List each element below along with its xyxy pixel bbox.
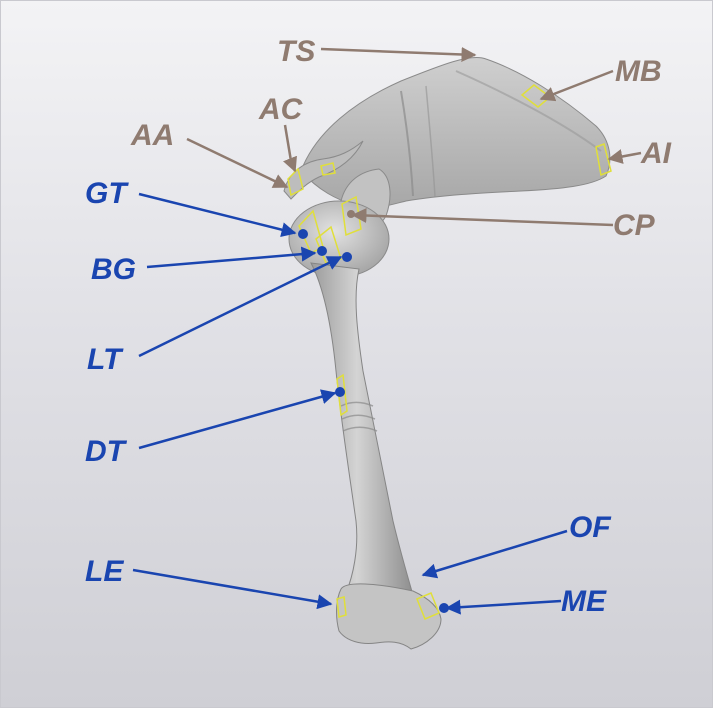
label-ac: AC [258, 93, 304, 126]
distal-humerus [336, 583, 442, 650]
point-cp [347, 210, 355, 218]
label-cp: CP [613, 209, 656, 242]
label-mb: MB [615, 55, 662, 88]
point-dt [335, 387, 345, 397]
label-lt: LT [87, 343, 124, 376]
label-of: OF [569, 511, 611, 544]
leader-ac [283, 124, 297, 173]
leader-of [421, 529, 568, 579]
leader-dt [138, 389, 337, 450]
leader-mb [539, 69, 614, 102]
leader-me [445, 599, 562, 615]
leader-cp [351, 208, 614, 227]
leader-ts [320, 46, 477, 62]
label-ts: TS [277, 35, 315, 68]
label-aa: AA [130, 119, 174, 152]
label-gt: GT [85, 177, 129, 210]
label-me: ME [561, 585, 607, 618]
leader-lt [138, 255, 343, 358]
label-bg: BG [91, 253, 136, 286]
leader-gt [138, 192, 297, 238]
point-lt [342, 252, 352, 262]
leader-aa [186, 137, 289, 189]
label-dt: DT [85, 435, 128, 468]
point-bg [317, 246, 327, 256]
leader-bg [146, 246, 317, 269]
humerus-shaft [310, 262, 414, 596]
point-gt [298, 229, 308, 239]
leader-le [132, 568, 333, 610]
leader-ai [607, 149, 642, 164]
scapula-bone [300, 56, 611, 209]
acromion-process [283, 140, 364, 200]
point-me [439, 603, 449, 613]
label-ai: AI [640, 137, 672, 170]
label-le: LE [85, 555, 124, 588]
